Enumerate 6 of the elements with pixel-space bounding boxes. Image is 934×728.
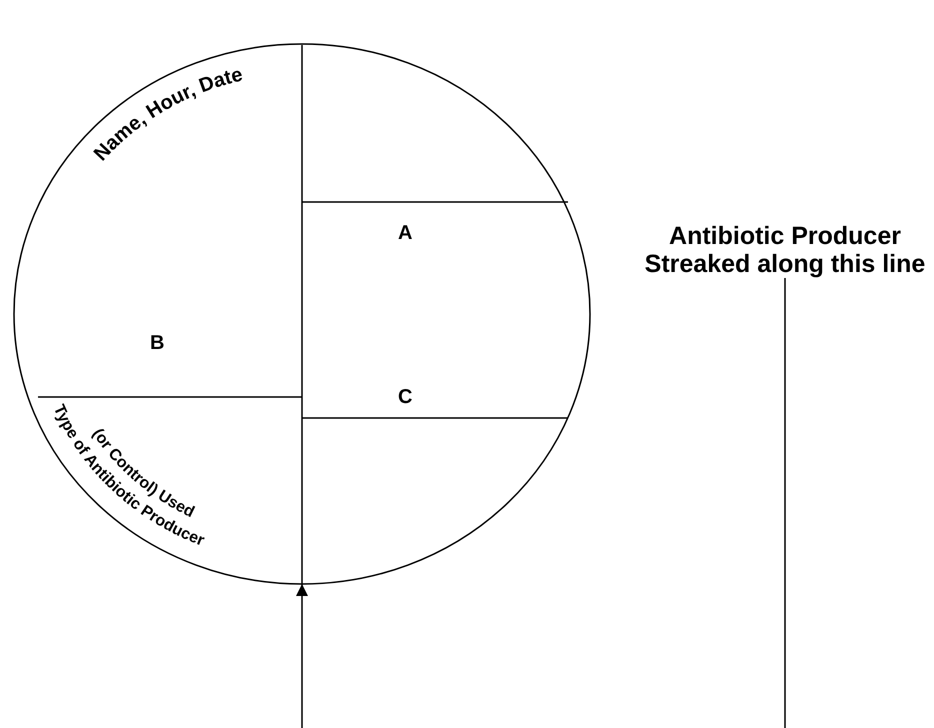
- region-label: B: [150, 332, 164, 354]
- region-label: A: [398, 222, 412, 244]
- petri-dish-drawing: [13, 43, 591, 585]
- arrow: [296, 278, 786, 728]
- note-text: Antibiotic Producer Streaked along this line: [640, 222, 930, 278]
- region-label: C: [398, 386, 412, 408]
